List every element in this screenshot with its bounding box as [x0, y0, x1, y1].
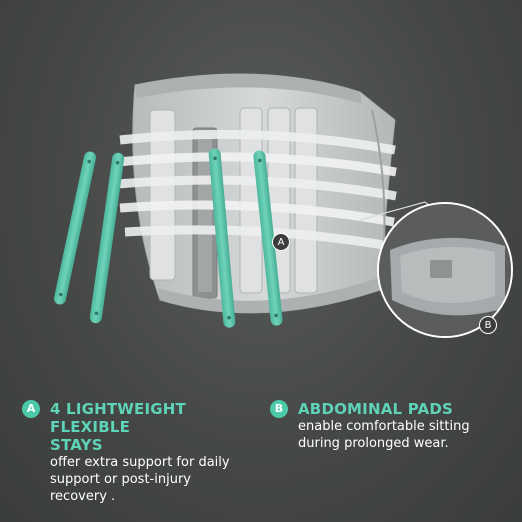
stay-marker-a: A	[272, 233, 290, 251]
callout-b-badge: B	[270, 400, 288, 418]
flexible-stays	[54, 148, 283, 328]
callout-b: ABDOMINAL PADS enable comfortable sittin…	[298, 400, 508, 452]
callout-b-body-line1: enable comfortable sitting	[298, 419, 470, 434]
stay-3	[208, 148, 236, 328]
callout-a-body-line2: support or post-injury	[50, 472, 191, 487]
callout-a-title-line2: STAYS	[50, 436, 103, 454]
stay-4	[253, 150, 283, 326]
callout-a-body-line1: offer extra support for daily	[50, 455, 230, 470]
callout-a: 4 LIGHTWEIGHT FLEXIBLE STAYS offer extra…	[50, 400, 260, 505]
stay-2	[89, 152, 125, 324]
callout-b-body-line2: during prolonged wear.	[298, 436, 449, 451]
callout-a-badge: A	[22, 400, 40, 418]
callout-a-title-line1: 4 LIGHTWEIGHT FLEXIBLE	[50, 400, 186, 436]
abdominal-pad-zoom	[377, 202, 513, 338]
back-brace	[117, 73, 397, 314]
callout-b-title: ABDOMINAL PADS	[298, 400, 453, 418]
stay-1	[54, 151, 96, 305]
callout-a-body-line3: recovery .	[50, 489, 116, 504]
pad-marker-b: B	[479, 316, 497, 334]
